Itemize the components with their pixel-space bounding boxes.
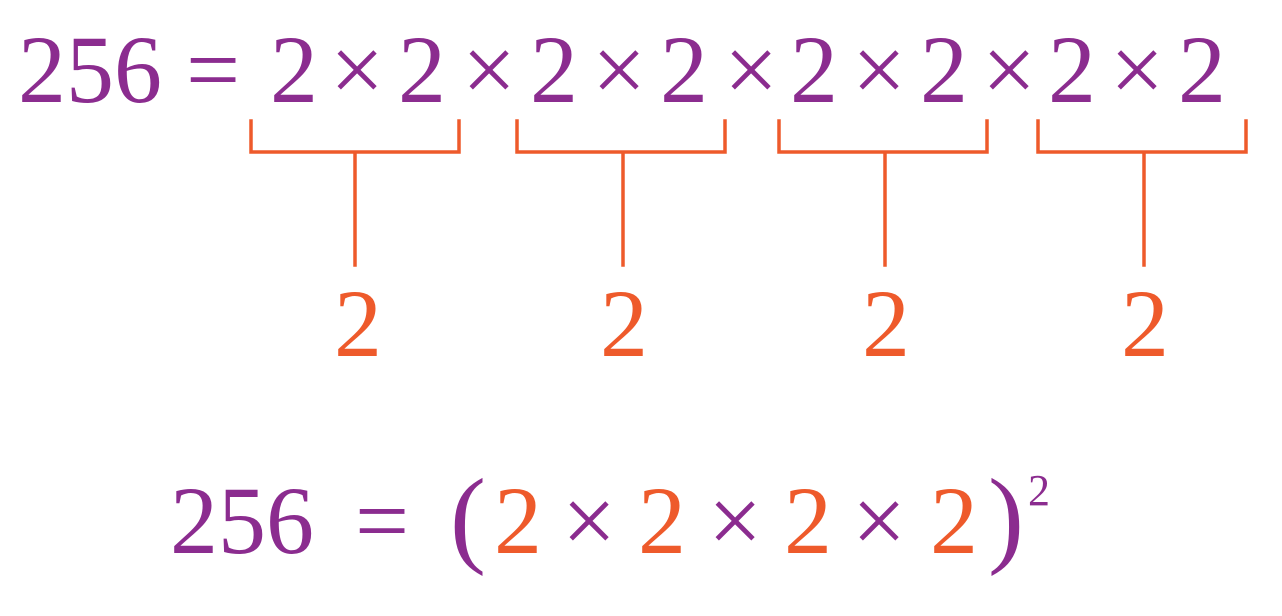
top-times-sign: × [982,16,1036,123]
top-factor: 2 [270,16,318,123]
bottom-factor: 2 [930,467,978,574]
top-factor: 2 [530,16,578,123]
pair-bracket [777,119,989,267]
pair-result: 2 [862,270,910,377]
pair-bracket [515,119,727,267]
top-factor: 2 [660,16,708,123]
pair-result: 2 [600,270,648,377]
bottom-exponent: 2 [1028,466,1050,515]
bottom-equation: 256 = ( 2 × 2 × 2 × 2 ) 2 [170,458,1050,577]
top-factor: 2 [920,16,968,123]
top-equation: 256 = 2 × 2 × 2 × 2 × 2 × 2 × 2 × 2 [18,16,1226,123]
top-factor: 2 [790,16,838,123]
bottom-close-paren: ) [988,458,1024,577]
bottom-times-sign: × [708,467,762,574]
bottom-times-sign: × [852,467,906,574]
top-times-sign: × [724,16,778,123]
bottom-open-paren: ( [450,458,486,577]
top-times-sign: × [462,16,516,123]
bottom-lhs-number: 256 [170,467,314,574]
pair-bracket [1036,119,1248,267]
top-times-sign: × [592,16,646,123]
pair-result: 2 [1121,270,1169,377]
top-times-sign: × [852,16,906,123]
pair-bracket [249,119,461,267]
top-lhs-number: 256 [18,16,162,123]
pair-result: 2 [334,270,382,377]
top-factor: 2 [398,16,446,123]
bottom-factor: 2 [638,467,686,574]
pair-brackets [249,119,1248,267]
top-times-sign: × [330,16,384,123]
bottom-factor: 2 [784,467,832,574]
bottom-equals-sign: = [355,467,409,574]
pair-results: 2 2 2 2 [334,270,1169,377]
top-equals-sign: = [186,16,240,123]
top-times-sign: × [1110,16,1164,123]
top-factor: 2 [1048,16,1096,123]
bottom-factor: 2 [494,467,542,574]
bottom-times-sign: × [562,467,616,574]
top-factor: 2 [1178,16,1226,123]
